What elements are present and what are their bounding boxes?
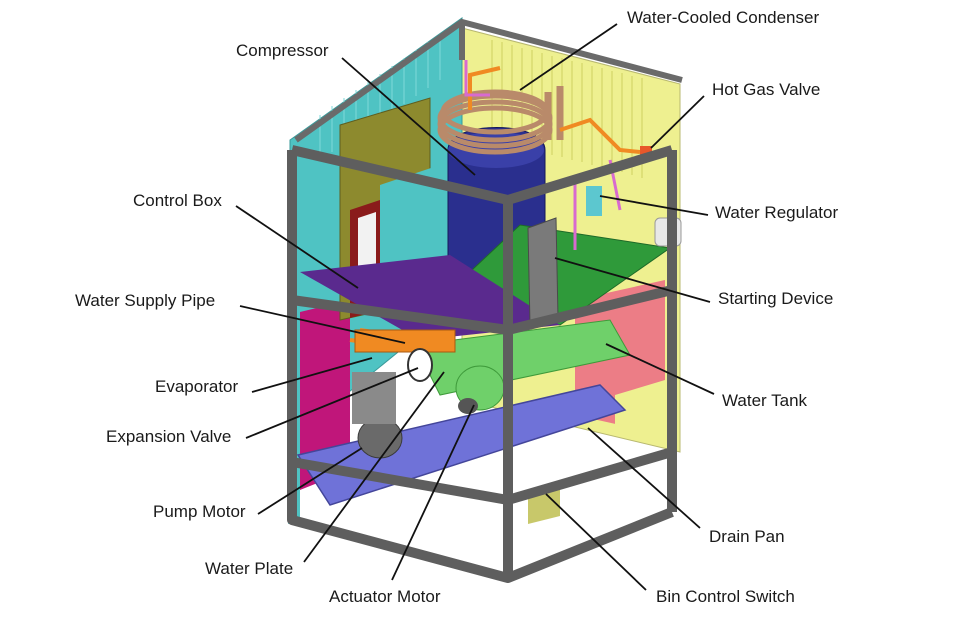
regulator-part	[586, 186, 602, 216]
label-control-box: Control Box	[133, 191, 222, 210]
label-starting-device: Starting Device	[718, 289, 834, 308]
condenser-riser	[544, 86, 564, 140]
yellow-right-lower	[615, 380, 665, 445]
purple-deck	[300, 255, 560, 340]
leader-lines	[235, 23, 715, 591]
starting-device-box	[527, 217, 559, 327]
label-water-plate: Water Plate	[205, 559, 294, 578]
label-water-cooled-condenser: Water-Cooled Condenser	[627, 8, 820, 27]
label-water-regulator: Water Regulator	[715, 203, 839, 222]
frame-top-rails	[294, 18, 683, 143]
label-actuator-motor: Actuator Motor	[329, 587, 441, 606]
evaporator-block	[354, 329, 456, 353]
label-drain-pan: Drain Pan	[709, 527, 785, 546]
label-water-tank: Water Tank	[722, 391, 808, 410]
expansion-valve-part	[407, 348, 433, 382]
magenta-panel	[300, 300, 350, 490]
label-pump-motor: Pump Motor	[153, 502, 246, 521]
label-evaporator: Evaporator	[155, 377, 239, 396]
label-hot-gas-valve: Hot Gas Valve	[712, 80, 821, 99]
cabinet-frame	[287, 145, 677, 583]
label-water-supply-pipe: Water Supply Pipe	[75, 291, 216, 310]
label-expansion-valve: Expansion Valve	[106, 427, 232, 446]
label-compressor: Compressor	[236, 41, 329, 60]
label-bin-control-switch: Bin Control Switch	[656, 587, 795, 606]
actuator-hub	[458, 398, 478, 414]
